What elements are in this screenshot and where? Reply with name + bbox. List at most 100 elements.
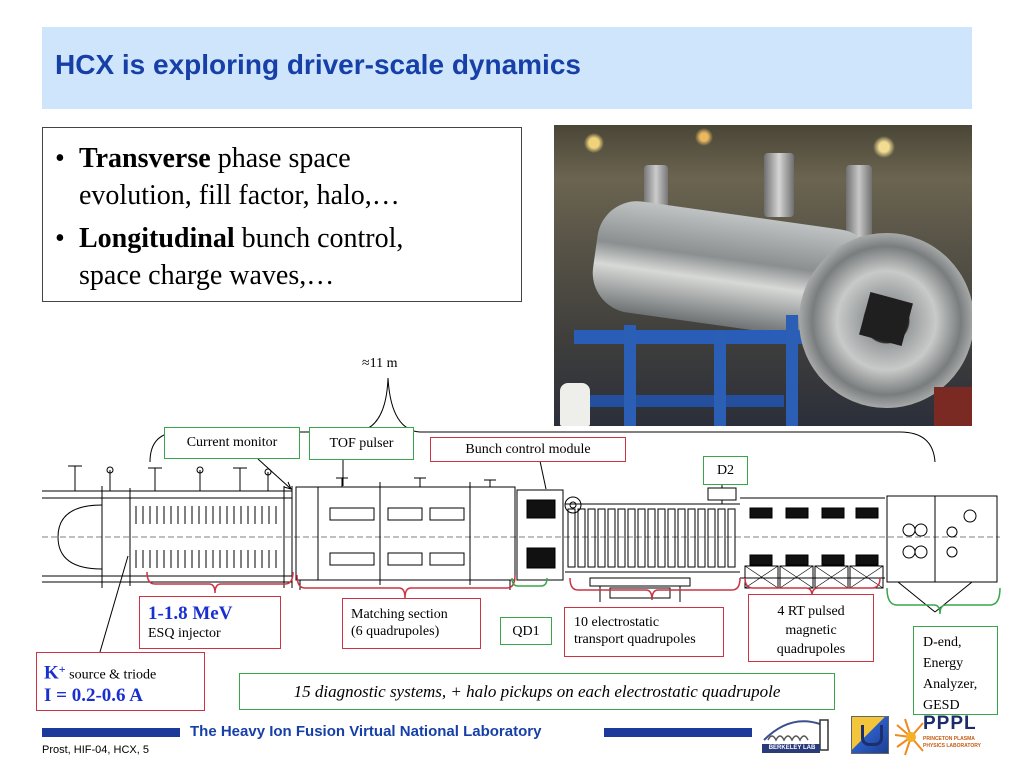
rt-line: 4 RT pulsed bbox=[777, 604, 845, 619]
matching-line: (6 quadrupoles) bbox=[351, 624, 440, 639]
photo-cable bbox=[934, 387, 972, 426]
pppl-starburst-icon bbox=[895, 718, 924, 756]
current-monitor-pointer bbox=[283, 481, 292, 490]
bullet-keyword: Transverse bbox=[79, 143, 211, 174]
rt-support bbox=[849, 565, 884, 589]
end-vessel bbox=[886, 495, 998, 583]
matching-quad bbox=[429, 552, 465, 566]
d-end-line: D-end, bbox=[923, 635, 962, 650]
injector-energy: 1-1.8 MeV bbox=[148, 603, 233, 624]
bunch-control-pointer bbox=[539, 460, 547, 490]
esq-brace bbox=[569, 577, 741, 601]
end-port bbox=[914, 523, 928, 537]
stub bbox=[264, 468, 272, 476]
footer-bar-right bbox=[604, 728, 752, 737]
berkeley-lab-text: BERKELEY LAB bbox=[768, 745, 816, 751]
matching-quad bbox=[329, 552, 375, 566]
esq-bellows-segment bbox=[727, 508, 736, 568]
end-port bbox=[946, 546, 958, 558]
end-port bbox=[963, 509, 977, 523]
matching-brace bbox=[296, 574, 516, 599]
esq-support bbox=[589, 577, 691, 587]
esq-bellows-segment bbox=[567, 508, 576, 568]
injector-label: 1-1.8 MeV ESQ injector bbox=[139, 596, 281, 649]
bullet-text: evolution, fill factor, halo,… bbox=[79, 180, 400, 211]
photo-frame bbox=[574, 330, 804, 344]
bullet-keyword: Longitudinal bbox=[79, 223, 235, 254]
title-bar: HCX is exploring driver-scale dynamics bbox=[42, 27, 972, 109]
lab-logo-icon bbox=[851, 716, 889, 754]
rt-quads-drawing bbox=[740, 497, 885, 589]
esq-line: transport quadrupoles bbox=[574, 632, 696, 647]
d-end-brace bbox=[886, 587, 1001, 615]
esq-bellows-segment bbox=[587, 508, 596, 568]
esq-bellows-segment bbox=[697, 508, 706, 568]
berkeley-lab-icon bbox=[762, 719, 829, 753]
bullet-dot: • bbox=[55, 143, 65, 174]
matching-line: Matching section bbox=[351, 607, 448, 622]
rt-support bbox=[744, 565, 779, 589]
esq-bellows-segment bbox=[617, 508, 626, 568]
injector-brace bbox=[146, 571, 294, 594]
rt-line: magnetic bbox=[785, 623, 837, 638]
esq-line: 10 electrostatic bbox=[574, 615, 660, 630]
bullet-box: • Transverse phase space evolution, fill… bbox=[42, 127, 522, 302]
footer-lab-name: The Heavy Ion Fusion Virtual National La… bbox=[190, 723, 542, 740]
injector-name: ESQ injector bbox=[148, 626, 221, 641]
photo-frame bbox=[786, 315, 798, 426]
photo-frame bbox=[714, 330, 726, 426]
source-current: I = 0.2-0.6 A bbox=[44, 684, 143, 706]
bullet-text: phase space bbox=[210, 143, 351, 174]
photo-frame bbox=[584, 395, 784, 407]
d-end-line: Analyzer, bbox=[923, 677, 978, 692]
bunch-control-label: Bunch control module bbox=[430, 437, 626, 462]
rt-quad bbox=[785, 507, 809, 519]
injector-top-stubs bbox=[68, 465, 272, 491]
esq-bellows-segment bbox=[667, 508, 676, 568]
esq-bellows-segment bbox=[577, 508, 586, 568]
rt-quad bbox=[855, 554, 879, 566]
esq-bellows-segment bbox=[607, 508, 616, 568]
end-port bbox=[902, 523, 916, 537]
matching-quad bbox=[429, 507, 465, 521]
source-charge: + bbox=[58, 662, 66, 676]
d-end-label: D-end, Energy Analyzer, GESD bbox=[913, 626, 998, 715]
current-monitor-label: Current monitor bbox=[164, 427, 300, 459]
rt-quad bbox=[821, 507, 845, 519]
photo-bottle bbox=[560, 383, 590, 426]
pressure-gauge bbox=[569, 501, 577, 509]
pressure-gauge bbox=[564, 496, 582, 514]
rt-support bbox=[744, 565, 884, 589]
matching-vessel bbox=[295, 486, 516, 581]
rt-quad bbox=[821, 554, 845, 566]
matching-quad bbox=[387, 552, 423, 566]
stub bbox=[106, 466, 114, 474]
source-pointer bbox=[99, 555, 129, 653]
esq-transport-drawing bbox=[565, 503, 740, 602]
d2-drawing bbox=[707, 484, 737, 504]
length-label: ≈11 m bbox=[362, 356, 398, 371]
current-monitor-pointer bbox=[257, 458, 292, 490]
tof-pulser-label: TOF pulser bbox=[309, 427, 414, 460]
lab-logo-mark bbox=[861, 725, 883, 746]
stub bbox=[196, 466, 204, 474]
esq-transport-label: 10 electrostatic transport quadrupoles bbox=[564, 607, 724, 657]
hcx-photo bbox=[554, 125, 972, 426]
rt-quad bbox=[785, 554, 809, 566]
d-end-line: GESD bbox=[923, 698, 960, 713]
injector-dome bbox=[57, 504, 103, 570]
end-port bbox=[946, 526, 958, 538]
esq-bellows-segment bbox=[647, 508, 656, 568]
slide-title: HCX is exploring driver-scale dynamics bbox=[55, 49, 581, 80]
rt-quads-label: 4 RT pulsed magnetic quadrupoles bbox=[748, 594, 874, 662]
bullet-dot: • bbox=[55, 223, 65, 254]
matching-section-label: Matching section (6 quadrupoles) bbox=[342, 598, 481, 649]
diagnostics-label: 15 diagnostic systems, + halo pickups on… bbox=[239, 673, 835, 710]
esq-bellows-segment bbox=[707, 508, 716, 568]
end-support bbox=[897, 581, 936, 613]
bunch-control-drawing bbox=[516, 489, 582, 581]
footer-bar-left bbox=[42, 728, 180, 737]
esq-bellows-segment bbox=[687, 508, 696, 568]
pppl-logo: PPPL PRINCETON PLASMA PHYSICS LABORATORY bbox=[895, 713, 987, 759]
